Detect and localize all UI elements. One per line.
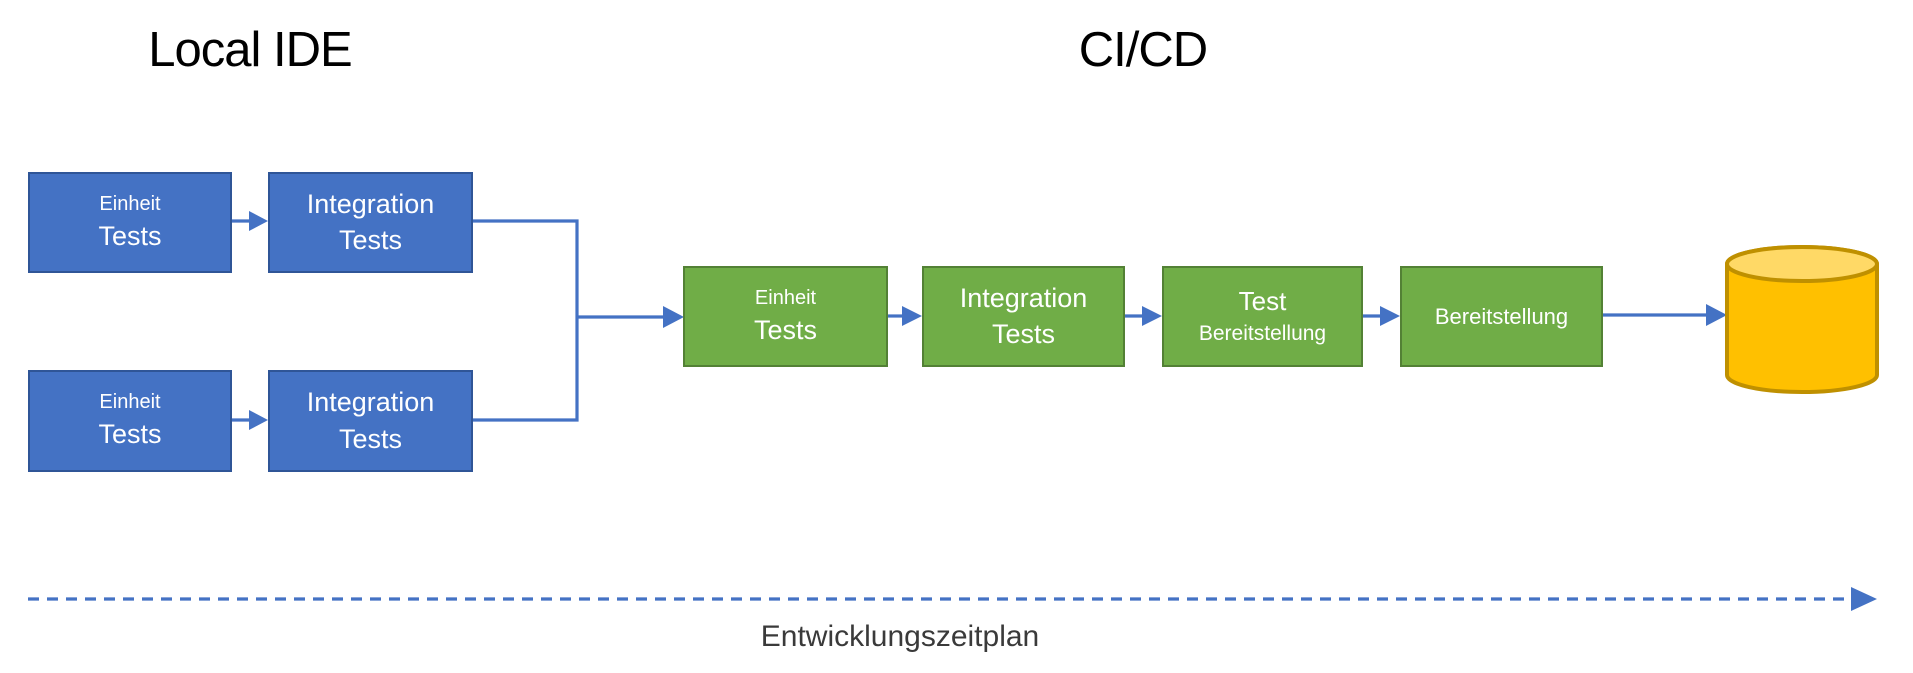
node-label-line: Einheit <box>99 192 161 215</box>
node-pipeline-integration-tests: Integration Tests <box>922 266 1125 367</box>
node-label-line: Bereitstellung <box>1198 321 1327 345</box>
node-pipeline-deployment: Bereitstellung <box>1400 266 1603 367</box>
node-label-line: Tests <box>338 225 403 255</box>
node-local-integration-tests-2: Integration Tests <box>268 370 473 472</box>
node-label-line: Tests <box>338 423 403 454</box>
timeline-dashed-arrow-icon <box>28 587 1877 611</box>
arrow-deployment-to-database-icon <box>1603 304 1727 326</box>
arrow-unit1-to-integration1-icon <box>232 211 268 231</box>
section-title-cicd: CI/CD <box>1078 23 1208 77</box>
node-label-line: Tests <box>98 419 162 450</box>
timeline-axis-label: Entwicklungszeitplan <box>760 620 1040 653</box>
node-label-line: Integration <box>959 282 1088 313</box>
database-cylinder-icon <box>1725 245 1879 394</box>
node-pipeline-unit-tests: Einheit Tests <box>683 266 888 367</box>
arrow-pipeline-unit-to-integration-icon <box>888 306 922 326</box>
arrow-integration-to-test-deployment-icon <box>1125 306 1162 326</box>
node-label-line: Tests <box>98 220 162 251</box>
node-label-line: Integration <box>306 188 435 219</box>
node-label-line: Bereitstellung <box>1434 303 1569 329</box>
arrow-merge-to-pipeline-unit-icon <box>577 306 684 328</box>
node-local-integration-tests-1: Integration Tests <box>268 172 473 273</box>
merge-elbow-connector-icon <box>473 219 579 422</box>
arrow-test-deployment-to-deployment-icon <box>1363 306 1400 326</box>
node-label-line: Integration <box>306 387 435 418</box>
section-title-local-ide: Local IDE <box>148 23 352 77</box>
node-label-line: Tests <box>753 314 818 345</box>
node-label-line: Tests <box>991 319 1056 349</box>
node-label-line: Einheit <box>754 286 817 309</box>
node-local-unit-tests-2: Einheit Tests <box>28 370 232 472</box>
node-local-unit-tests-1: Einheit Tests <box>28 172 232 273</box>
node-pipeline-test-deployment: Test Bereitstellung <box>1162 266 1363 367</box>
node-label-line: Test <box>1238 285 1287 316</box>
arrow-unit2-to-integration2-icon <box>232 410 268 430</box>
node-label-line: Einheit <box>99 391 161 414</box>
